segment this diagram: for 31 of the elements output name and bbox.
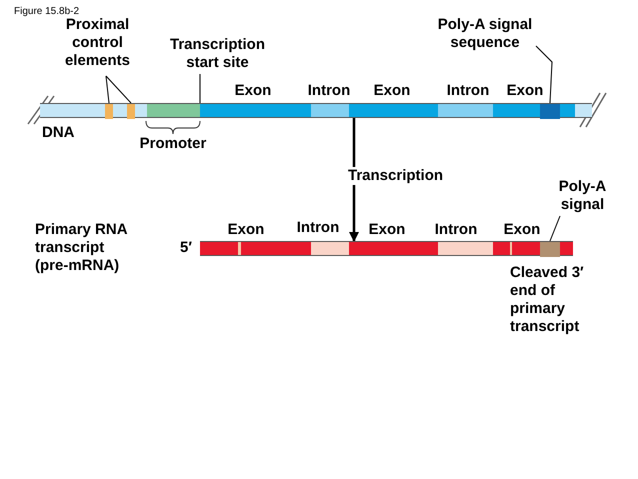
region-label: Promoter bbox=[138, 135, 208, 153]
leader-line bbox=[106, 76, 110, 104]
region-label: Exon bbox=[226, 221, 266, 239]
rna-strand bbox=[200, 241, 573, 256]
note-text: Cleaved 3′ end of primary transcript bbox=[510, 264, 585, 336]
edge-label: Transcription bbox=[346, 166, 446, 184]
dna-strand bbox=[40, 103, 592, 118]
strand-label: 5′ bbox=[180, 239, 193, 257]
control-element-segment bbox=[105, 104, 113, 119]
callout-label: Transcription start site bbox=[155, 36, 280, 74]
region-label: Exon bbox=[368, 221, 406, 239]
callout-label: Poly-A signal bbox=[545, 178, 620, 216]
callout-label: Proximal control elements bbox=[50, 16, 145, 74]
strand-label: Primary RNA transcript (pre-mRNA) bbox=[35, 221, 128, 275]
region-label: Intron bbox=[306, 82, 352, 100]
region-label: Exon bbox=[506, 82, 544, 100]
leader-line bbox=[106, 76, 132, 104]
region-label: Exon bbox=[502, 221, 542, 239]
control-element-segment bbox=[127, 104, 135, 119]
region-label: Intron bbox=[296, 219, 340, 237]
region-label: Exon bbox=[234, 82, 272, 100]
leader-line bbox=[550, 216, 560, 242]
region-label: Intron bbox=[434, 221, 478, 239]
figure-number: Figure 15.8b-2 bbox=[14, 5, 80, 18]
callout-label: Poly-A signal sequence bbox=[420, 16, 550, 54]
leader-line bbox=[536, 46, 553, 104]
poly-a-segment bbox=[540, 242, 560, 257]
region-label: Exon bbox=[372, 82, 412, 100]
region-label: Intron bbox=[446, 82, 490, 100]
strand-label: DNA bbox=[42, 124, 76, 142]
poly-a-segment bbox=[540, 104, 560, 119]
